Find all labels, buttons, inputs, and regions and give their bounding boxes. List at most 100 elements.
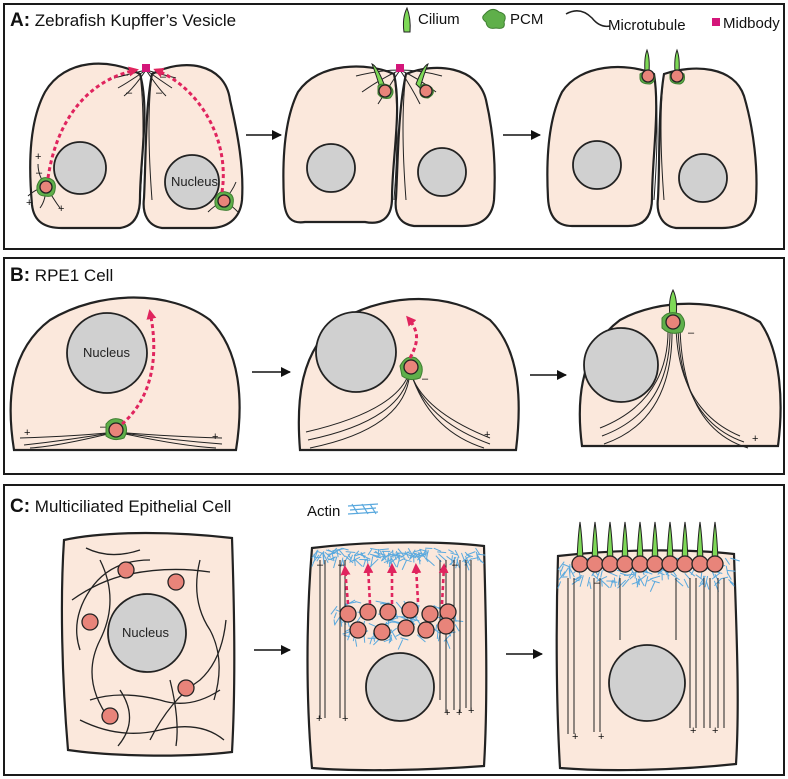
plus-sign: + <box>752 433 758 445</box>
actin-filament <box>435 624 438 631</box>
basal-body <box>691 555 709 573</box>
actin-filament <box>333 556 338 569</box>
panel-a-title: A: Zebrafish Kupffer’s Vesicle <box>10 10 236 32</box>
legend-microtubule-label: Microtubule <box>608 17 686 34</box>
actin-filament <box>349 554 354 562</box>
actin-filament <box>571 577 582 585</box>
plus-sign: + <box>572 731 578 743</box>
actin-filament <box>684 573 691 580</box>
cilium <box>636 521 644 561</box>
kv-cell-right <box>656 67 758 230</box>
panel-c-letter: C: <box>10 496 31 517</box>
nucleus-label: Nucleus <box>83 345 130 360</box>
actin-filament <box>705 580 710 590</box>
legend-actin-label: Actin <box>307 503 340 520</box>
actin-filament <box>401 559 408 571</box>
minus-sign: – <box>317 559 324 571</box>
plus-sign: + <box>456 707 462 719</box>
basal-body <box>661 555 679 573</box>
actin-filament <box>619 572 629 577</box>
mcc-stage-3: + + + + – <box>555 521 740 772</box>
actin-filament <box>325 549 336 554</box>
centrosome <box>639 69 685 85</box>
actin-filament <box>560 565 564 572</box>
minus-sign: – <box>126 87 133 99</box>
actin-filament <box>477 553 486 556</box>
microtubules <box>567 578 725 734</box>
kv-cell-right <box>394 66 496 228</box>
actin-filament <box>730 557 740 562</box>
actin-filament <box>461 552 466 564</box>
actin-filament <box>617 574 621 586</box>
nucleus-label: Nucleus <box>122 625 169 640</box>
basal-body <box>586 555 604 573</box>
plus-sign: + <box>342 713 348 725</box>
basal-body <box>601 555 619 573</box>
actin-filament <box>331 553 335 562</box>
minus-sign: – <box>156 87 163 99</box>
actin-filament <box>372 632 375 642</box>
minus-sign: – <box>688 327 695 339</box>
actin-filament <box>403 558 412 563</box>
actin-filament <box>574 576 582 580</box>
actin-filament <box>454 624 460 632</box>
centrosome <box>36 177 56 197</box>
minus-sign: – <box>452 559 459 571</box>
actin-filament <box>649 581 656 592</box>
legend-midbody-icon <box>712 18 720 26</box>
actin-filament <box>728 579 735 585</box>
actin-filament <box>557 581 562 589</box>
mcc-stage-1: Nucleus <box>60 531 236 757</box>
basal-body <box>616 555 634 573</box>
plus-sign: + <box>35 151 41 163</box>
plus-sign: + <box>444 707 450 719</box>
nucleus <box>583 327 659 403</box>
actin-filament <box>456 559 461 569</box>
legend-pcm-icon <box>482 8 506 29</box>
legend-midbody-label: Midbody <box>723 15 780 32</box>
actin-filament <box>353 554 356 562</box>
apical-actin <box>311 547 486 571</box>
actin-filament <box>372 555 382 559</box>
actin-filament <box>333 619 336 626</box>
minus-sign: – <box>36 167 43 179</box>
cilium <box>591 521 599 561</box>
plus-sign: + <box>212 431 218 443</box>
actin-filament <box>607 571 618 577</box>
nucleus <box>107 593 187 673</box>
nucleus <box>164 154 220 210</box>
actin-filament <box>475 547 481 555</box>
actin-filament <box>387 617 398 622</box>
actin-filament <box>438 553 447 561</box>
actin-filament <box>379 550 387 561</box>
actin-filament <box>621 578 630 588</box>
basal-body <box>571 555 589 573</box>
migration-arrow <box>121 309 157 426</box>
actin-filament <box>670 573 680 581</box>
panel-c-title: C: Multiciliated Epithelial Cell <box>10 496 231 518</box>
actin-filament <box>390 629 397 640</box>
actin-filament <box>478 558 485 564</box>
actin-filament <box>576 575 583 579</box>
actin-filament <box>355 601 362 604</box>
actin-filament <box>407 548 413 556</box>
actin-filament <box>557 561 565 571</box>
actin-filament <box>637 578 640 586</box>
nucleus <box>608 644 686 722</box>
actin-filament <box>454 620 464 622</box>
actin-filament <box>409 549 416 559</box>
actin-filament <box>465 551 476 556</box>
actin-filament <box>475 551 479 561</box>
minus-sign: – <box>594 577 601 589</box>
cilia <box>576 521 719 561</box>
cilium <box>666 521 674 561</box>
actin-filament <box>720 576 729 580</box>
centrosome <box>214 191 234 211</box>
nucleus <box>365 652 435 722</box>
panel-a-letter: A: <box>10 10 31 31</box>
actin-filament <box>400 551 410 558</box>
actin-filament <box>433 547 442 552</box>
centrosome <box>377 83 434 99</box>
actin-filament <box>354 639 358 647</box>
actin-filament <box>579 575 584 587</box>
